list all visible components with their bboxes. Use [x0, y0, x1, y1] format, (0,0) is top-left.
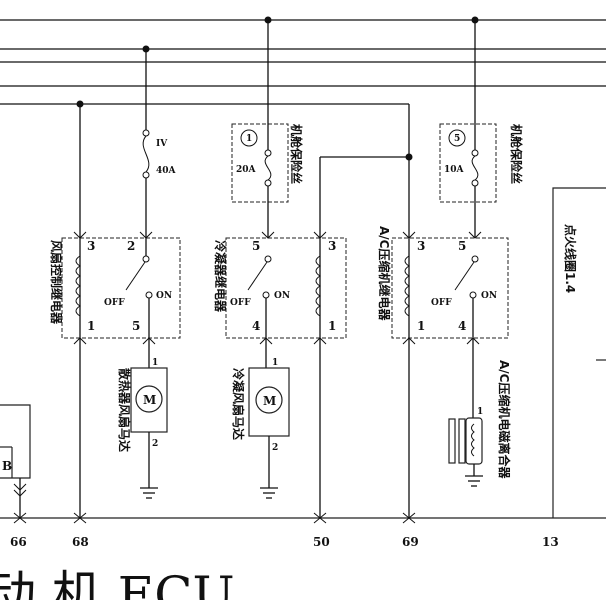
ignition-label: 点火线圈1.4: [563, 224, 578, 293]
radiator-motor-symbol: M: [143, 393, 156, 407]
terminal-50: 50: [313, 535, 330, 549]
terminal-66: 66: [10, 535, 27, 549]
fan-relay-pin-3: 3: [87, 239, 95, 253]
main-fuse: IV 40A: [142, 49, 177, 238]
condenser-relay-on: ON: [274, 291, 290, 301]
condenser-motor-pin-1: 1: [272, 358, 278, 368]
ac-compressor-clutch: 1 A/C压缩机电磁离合器: [448, 337, 512, 487]
radiator-motor-pin-1: 1: [152, 358, 158, 368]
fuse1-number: 1: [246, 134, 252, 144]
ac-relay-on: ON: [481, 291, 497, 301]
ac-relay-off: OFF: [431, 298, 452, 308]
bus-lines: [0, 16, 606, 518]
condenser-motor-symbol: M: [263, 394, 276, 408]
fan-relay-label: 风扇控制继电器: [49, 240, 64, 325]
left-box-letter: B: [2, 459, 12, 473]
clutch-pin-1: 1: [477, 407, 483, 417]
ecu-terminals: 66 68 50 69 13: [0, 512, 606, 549]
fuse1-label: 机舱保险丝: [289, 124, 304, 184]
fan-relay-off: OFF: [104, 298, 125, 308]
radiator-motor-pin-2: 2: [152, 439, 158, 449]
ac-relay-pin-1: 1: [417, 319, 425, 333]
terminal-13: 13: [542, 535, 559, 549]
fuse5-rating: 10A: [444, 165, 465, 175]
terminal-68: 68: [72, 535, 89, 549]
condenser-relay-pin-1: 1: [328, 319, 336, 333]
condenser-fan-motor: M 1 2 冷凝风扇马达: [231, 337, 290, 499]
fan-relay-pin-5: 5: [132, 319, 140, 333]
radiator-fan-motor: M 1 2 散热器风扇马达: [117, 337, 168, 499]
ac-relay-pin-5: 5: [458, 239, 466, 253]
ecu-title: 动 机 ECU: [0, 566, 235, 600]
terminal-69: 69: [402, 535, 419, 549]
ignition-coil-box: 点火线圈1.4: [552, 187, 606, 518]
fuse-5: 5 10A 机舱保险丝: [439, 20, 524, 238]
condenser-motor-label: 冷凝风扇马达: [231, 368, 246, 440]
condenser-motor-pin-2: 2: [272, 443, 278, 453]
condenser-relay-label: 冷凝器继电器: [213, 240, 228, 313]
condenser-relay: 5 4 OFF ON 3 1 冷凝器继电器: [213, 156, 409, 518]
condenser-relay-pin-3: 3: [328, 239, 336, 253]
fuse5-number: 5: [454, 134, 460, 144]
condenser-relay-pin-4: 4: [252, 319, 260, 333]
radiator-motor-label: 散热器风扇马达: [117, 368, 132, 452]
fan-relay-on: ON: [156, 291, 172, 301]
fan-relay-pin-1: 1: [87, 319, 95, 333]
fan-relay-pin-2: 2: [127, 239, 135, 253]
ac-compressor-relay: 3 1 5 4 OFF ON A/C压缩机继电器: [377, 226, 509, 345]
clutch-label: A/C压缩机电磁离合器: [497, 360, 512, 479]
fuse1-rating: 20A: [236, 165, 257, 175]
fuse5-label: 机舱保险丝: [509, 124, 524, 184]
condenser-relay-off: OFF: [230, 298, 251, 308]
ac-relay-pin-3: 3: [417, 239, 425, 253]
left-partial-box: B: [0, 404, 31, 518]
condenser-relay-pin-5: 5: [252, 239, 260, 253]
main-fuse-line1: IV: [156, 139, 168, 149]
ac-relay-label: A/C压缩机继电器: [377, 226, 392, 321]
ac-relay-pin-4: 4: [458, 319, 466, 333]
fan-control-relay: 3 1 2 5 OFF ON 风扇控制继电器: [49, 104, 181, 518]
fuse-1: 1 20A 机舱保险丝: [231, 20, 304, 238]
main-fuse-line2: 40A: [156, 166, 177, 176]
